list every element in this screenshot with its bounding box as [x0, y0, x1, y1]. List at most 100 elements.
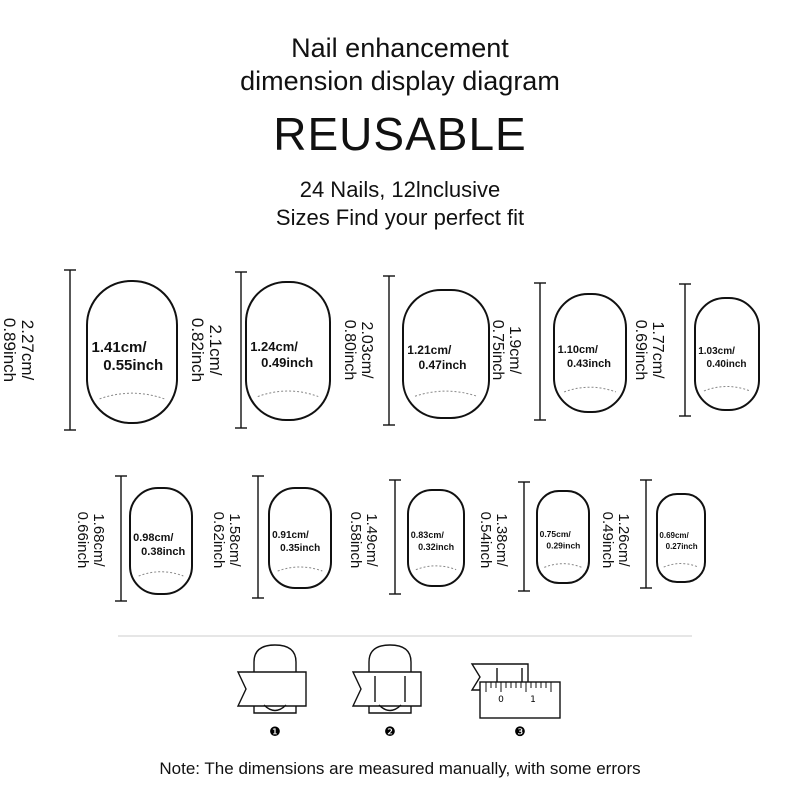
nail-3-length-cm: 2.03cm/ — [358, 322, 375, 379]
step-3-illustration — [470, 663, 561, 719]
nail-1-length-inch: 0.89inch — [0, 318, 19, 382]
step-2-marker: ❷ — [384, 725, 396, 740]
nail-3-width-inch: 0.47inch — [418, 358, 466, 372]
step-3-ruler-label-0: 0 — [498, 695, 504, 705]
nail-1-shape — [86, 280, 178, 424]
nail-2-length-label: 2.1cm/0.82inch — [188, 318, 225, 382]
nail-6-width-inch: 0.38inch — [141, 546, 185, 558]
nail-6-width-cm: 0.98cm/ — [133, 532, 173, 544]
title-line-1: Nail enhancement — [291, 33, 509, 63]
nail-2-length-cm: 2.1cm/ — [206, 324, 225, 375]
nail-10-shape — [656, 493, 706, 583]
nail-7-shape — [268, 487, 332, 589]
step-3-ruler-ticks — [485, 682, 552, 692]
nail-7: 1.58cm/0.62inch 0.91cm/0.35inch — [210, 475, 332, 599]
nail-10-width-inch: 0.27inch — [666, 542, 698, 551]
nail-2-width-cm: 1.24cm/ — [250, 339, 298, 354]
nails-group: 2.27cm/0.89inch 1.41cm/0.55inch 2.1cm/0.82… — [0, 269, 760, 602]
nail-5-length-label: 1.77cm/0.69inch — [632, 320, 666, 381]
step-3-marker: ❸ — [514, 725, 526, 740]
nail-9-width-cm: 0.75cm/ — [540, 529, 572, 539]
nail-1-length-cm: 2.27cm/ — [18, 320, 37, 381]
nail-3-width-cm: 1.21cm/ — [407, 343, 452, 357]
nail-4-length-cm: 1.9cm/ — [506, 326, 523, 375]
nail-5-shape — [694, 297, 760, 411]
nail-9-shape — [536, 490, 590, 584]
subtitle-line-1: 24 Nails, 12lnclusive — [299, 177, 501, 202]
nail-2: 2.1cm/0.82inch 1.24cm/0.49inch — [188, 271, 331, 429]
nail-9-length-label: 1.38cm/0.54inch — [477, 512, 510, 569]
nail-6-length-inch: 0.66inch — [74, 512, 91, 569]
nail-6-length-cm: 1.68cm/ — [90, 513, 107, 567]
nail-3-length-inch: 0.80inch — [341, 320, 358, 381]
nail-5: 1.77cm/0.69inch 1.03cm/0.40inch — [632, 283, 760, 417]
nail-4-width-inch: 0.43inch — [567, 358, 611, 370]
nail-7-length-label: 1.58cm/0.62inch — [210, 512, 243, 569]
nail-1-cuticle-arc — [99, 392, 165, 400]
nail-5-width-inch: 0.40inch — [707, 359, 747, 370]
nail-7-length-cm: 1.58cm/ — [226, 513, 243, 567]
nail-9: 1.38cm/0.54inch 0.75cm/0.29inch — [477, 481, 590, 592]
nail-4-shape — [553, 293, 627, 413]
nail-9-length-inch: 0.54inch — [477, 512, 494, 569]
step-1-cuticle-icon — [263, 704, 287, 712]
step-1-marker: ❶ — [269, 725, 281, 740]
nail-3-shape — [402, 289, 490, 419]
step-3-ruler-icon — [479, 681, 561, 719]
subtitle-line-2: Sizes Find your perfect fit — [275, 205, 525, 230]
nail-1-length-label: 2.27cm/0.89inch — [0, 318, 37, 382]
nail-5-width-cm: 1.03cm/ — [698, 346, 735, 357]
nail-1: 2.27cm/0.89inch 1.41cm/0.55inch — [0, 269, 178, 431]
nail-10-length-label: 1.26cm/0.49inch — [599, 512, 632, 569]
title-line-2: dimension display diagram — [240, 66, 560, 96]
nail-5-length-inch: 0.69inch — [632, 320, 649, 381]
nail-2-shape — [245, 281, 331, 421]
nail-10-cuticle-arc — [663, 563, 699, 568]
nail-8-length-label: 1.49cm/0.58inch — [347, 512, 380, 569]
step-2-illustration — [351, 644, 422, 714]
step-3-ruler-label-1: 1 — [530, 695, 536, 705]
nail-3-cuticle-arc — [414, 390, 478, 397]
nail-8-shape — [407, 489, 465, 587]
nail-7-width-cm: 0.91cm/ — [272, 530, 309, 541]
nail-4-length-label: 1.9cm/0.75inch — [489, 320, 523, 381]
step-2-nail-icon — [368, 644, 412, 714]
nail-8-length-inch: 0.58inch — [347, 512, 364, 569]
step-1-tape-icon — [236, 671, 307, 707]
headline-reusable: REUSABLE — [273, 108, 527, 160]
nail-6-shape — [129, 487, 193, 595]
nail-3-length-label: 2.03cm/0.80inch — [341, 320, 375, 381]
step-1-illustration — [236, 644, 307, 714]
nail-8-length-cm: 1.49cm/ — [363, 513, 380, 567]
nail-1-width-inch: 0.55inch — [103, 357, 163, 374]
nail-3: 2.03cm/0.80inch 1.21cm/0.47inch — [341, 275, 490, 426]
nail-4-cuticle-arc — [563, 386, 617, 393]
nail-10-length-inch: 0.49inch — [599, 512, 616, 569]
nail-10-length-cm: 1.26cm/ — [615, 513, 632, 567]
nail-7-length-inch: 0.62inch — [210, 512, 227, 569]
nail-2-length-inch: 0.82inch — [188, 318, 207, 382]
nail-1-width-cm: 1.41cm/ — [92, 339, 148, 356]
nail-10-width-cm: 0.69cm/ — [659, 531, 689, 540]
step-2-tape-icon — [351, 671, 422, 707]
nail-4: 1.9cm/0.75inch 1.10cm/0.43inch — [489, 282, 627, 421]
nail-2-width-inch: 0.49inch — [261, 355, 313, 370]
nail-2-cuticle-arc — [257, 390, 319, 398]
nail-6-length-label: 1.68cm/0.66inch — [74, 512, 107, 569]
nail-4-width-cm: 1.10cm/ — [558, 344, 598, 356]
nail-6-cuticle-arc — [138, 571, 184, 577]
nail-8-width-cm: 0.83cm/ — [411, 530, 445, 540]
nail-8-cuticle-arc — [415, 565, 457, 571]
footer-note: Note: The dimensions are measured manual… — [159, 759, 641, 778]
step-2-cuticle-icon — [378, 704, 402, 712]
nail-7-cuticle-arc — [277, 566, 323, 572]
nail-4-length-inch: 0.75inch — [489, 320, 506, 381]
nail-7-width-inch: 0.35inch — [280, 543, 320, 554]
nail-6: 1.68cm/0.66inch 0.98cm/0.38inch — [74, 475, 193, 602]
step-1-nail-icon — [253, 644, 297, 714]
nail-9-length-cm: 1.38cm/ — [493, 513, 510, 567]
nail-9-width-inch: 0.29inch — [546, 541, 580, 551]
nail-10: 1.26cm/0.49inch 0.69cm/0.27inch — [599, 479, 706, 589]
